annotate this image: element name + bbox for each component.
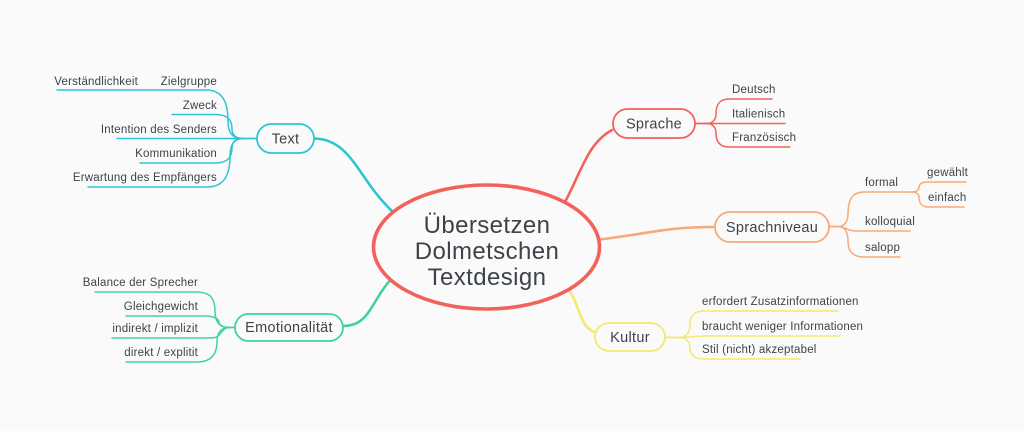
central-topic-line-1[interactable]: Übersetzen <box>424 212 551 239</box>
node-kultur-label[interactable]: Kultur <box>610 330 650 346</box>
connector-sprache-branch <box>562 128 614 206</box>
leaf-erwartung[interactable]: Erwartung des Empfängers <box>73 172 217 184</box>
leaf-kolloquial[interactable]: kolloquial <box>865 216 915 228</box>
leaf-formal[interactable]: formal <box>865 177 898 189</box>
leaf-deutsch[interactable]: Deutsch <box>732 84 776 96</box>
leaf-zweck[interactable]: Zweck <box>183 100 217 112</box>
connector-kultur-branch <box>564 284 599 335</box>
central-topic: Übersetzen Dolmetschen Textdesign <box>371 183 602 311</box>
branch-kultur: Kultur erfordert Zusatzinformationen bra… <box>594 296 863 360</box>
leaf-verstaendlichkeit[interactable]: Verständlichkeit <box>54 76 138 88</box>
leaf-gleichgewicht[interactable]: Gleichgewicht <box>124 301 199 313</box>
branch-text: Text Zielgruppe Verständlichkeit Zweck I… <box>54 76 315 188</box>
wire-erwartung <box>87 137 244 188</box>
wire-franzoesisch <box>706 122 791 148</box>
node-text-label[interactable]: Text <box>272 132 300 148</box>
leaf-stil[interactable]: Stil (nicht) akzeptabel <box>702 344 817 356</box>
leaf-gewaehlt[interactable]: gewählt <box>927 167 969 179</box>
branch-emotionalitaet: Emotionalität Balance der Sprecher Gleic… <box>83 277 344 363</box>
node-sprachniveau[interactable] <box>714 211 830 243</box>
node-emotionalitaet-label[interactable]: Emotionalität <box>245 320 333 336</box>
leaf-italienisch[interactable]: Italienisch <box>732 109 785 121</box>
leaf-franzoesisch[interactable]: Französisch <box>732 132 796 144</box>
central-topic-ellipse[interactable] <box>371 183 602 311</box>
leaf-braucht[interactable]: braucht weniger Informationen <box>702 321 863 333</box>
branch-sprache: Sprache Deutsch Italienisch Französisch <box>612 84 796 148</box>
leaf-salopp[interactable]: salopp <box>865 242 900 254</box>
wire-einfach <box>911 191 965 208</box>
leaf-zielgruppe[interactable]: Zielgruppe <box>161 76 217 88</box>
wire-salopp <box>837 225 901 258</box>
leaf-direkt[interactable]: direkt / explitit <box>124 347 198 359</box>
wire-deutsch <box>706 98 773 125</box>
wire-direkt <box>125 326 230 363</box>
connector-text-branch <box>312 137 396 215</box>
leaf-einfach[interactable]: einfach <box>928 192 966 204</box>
wire-stil <box>679 336 801 360</box>
leaf-kommunikation[interactable]: Kommunikation <box>135 148 217 160</box>
leaf-indirekt[interactable]: indirekt / implizit <box>112 323 198 335</box>
wire-formal <box>837 191 913 228</box>
node-emotionalitaet[interactable] <box>234 313 344 342</box>
wire-braucht <box>679 335 841 339</box>
node-text[interactable] <box>256 123 315 154</box>
central-topic-line-3[interactable]: Textdesign <box>428 264 547 291</box>
node-sprache[interactable] <box>612 108 696 139</box>
node-sprache-label[interactable]: Sprache <box>626 117 682 133</box>
wire-zweck <box>171 113 244 140</box>
leaf-intention[interactable]: Intention des Senders <box>101 124 217 136</box>
wire-erfordert <box>679 310 839 339</box>
node-sprachniveau-label[interactable]: Sprachniveau <box>726 220 818 236</box>
branch-sprachniveau: Sprachniveau formal gewählt einfach koll… <box>714 167 969 258</box>
wire-gleichgewicht <box>125 315 230 329</box>
wire-gewaehlt <box>911 181 967 193</box>
leaf-balance[interactable]: Balance der Sprecher <box>83 277 198 289</box>
central-topic-line-2[interactable]: Dolmetschen <box>415 238 559 265</box>
leaf-erfordert[interactable]: erfordert Zusatzinformationen <box>702 296 859 308</box>
node-kultur[interactable] <box>594 322 666 352</box>
connector-sprachniveau-branch <box>584 225 715 243</box>
